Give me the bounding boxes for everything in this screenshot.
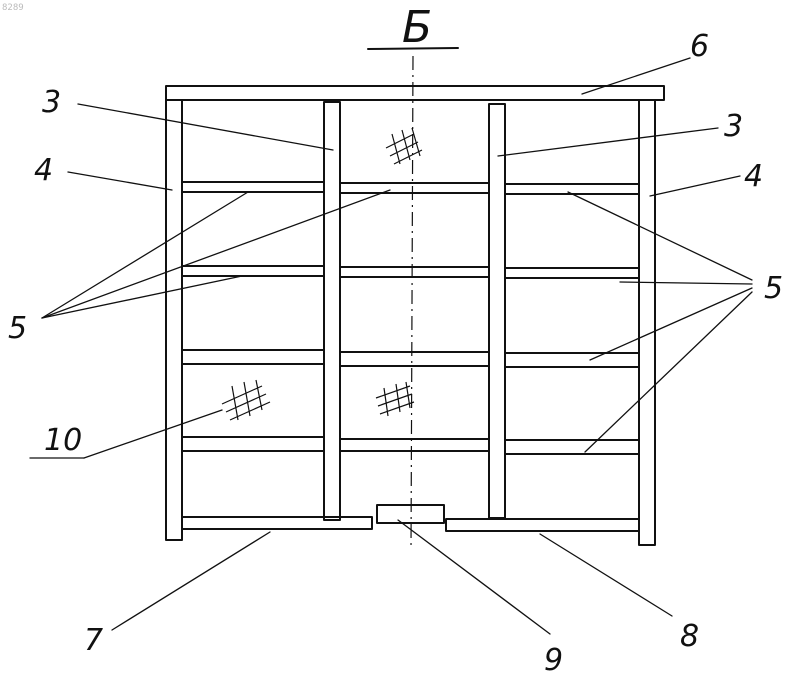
leader-lines: [30, 58, 752, 634]
right-inner-post: [489, 104, 505, 518]
callout-4-right: 4: [744, 159, 763, 194]
crossbar: [340, 439, 489, 451]
crossbar: [505, 353, 639, 367]
section-label: Б: [402, 2, 432, 53]
mesh-symbol: [376, 382, 414, 416]
crossbar: [505, 268, 639, 278]
callout-5-right: 5: [764, 271, 783, 306]
crossbar: [182, 350, 324, 364]
bottom-right-plate: [446, 519, 639, 531]
callout-8: 8: [680, 619, 699, 654]
crossbar: [340, 183, 489, 193]
crossbar: [182, 437, 324, 451]
callout-7: 7: [84, 623, 103, 658]
section-underline: [368, 48, 458, 49]
callout-3-right: 3: [724, 109, 743, 144]
crossbar: [340, 352, 489, 366]
crossbars: [182, 182, 639, 454]
crossbar: [505, 184, 639, 194]
crossbar: [182, 266, 324, 276]
center-bottom-block: [377, 505, 444, 523]
crossbar: [182, 182, 324, 192]
right-side-post: [639, 100, 655, 545]
callout-3-left: 3: [42, 85, 61, 120]
callout-4-left: 4: [34, 153, 53, 188]
crossbar: [505, 440, 639, 454]
corner-id: 8289: [2, 3, 24, 13]
callout-5-left: 5: [8, 311, 27, 346]
mesh-symbol: [386, 128, 422, 164]
callout-9: 9: [544, 643, 563, 678]
left-inner-post: [324, 102, 340, 520]
bottom-left-plate: [182, 517, 372, 529]
crossbar: [340, 267, 489, 277]
mesh-symbol: [222, 380, 270, 420]
callout-10: 10: [44, 423, 82, 458]
top-beam: [166, 86, 664, 100]
left-side-post: [166, 100, 182, 540]
callout-6: 6: [690, 29, 709, 64]
